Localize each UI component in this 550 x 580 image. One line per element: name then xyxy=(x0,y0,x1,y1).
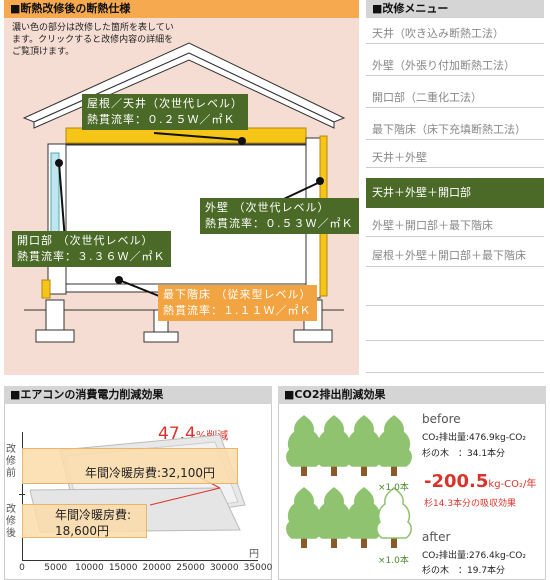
reduction-unit: kg-CO₂/年 xyxy=(488,479,537,490)
menu-item[interactable]: 屋根＋外壁＋開口部＋最下階床 xyxy=(366,245,544,267)
tree-icon xyxy=(376,415,412,476)
floor-label-line1: 最下階床 （従来型レベル） xyxy=(163,288,312,301)
house-diagram xyxy=(22,42,346,343)
y-tick xyxy=(19,494,25,495)
co2-before-emission: CO₂排出量:476.9kg-CO₂ xyxy=(422,433,526,443)
y-label-before: 改修前 xyxy=(6,444,16,479)
instructions-text: 濃い色の部分は改修した箇所を表しています。クリックすると改修内容の詳細をご覧頂け… xyxy=(12,23,174,57)
floor-label-line2: 熱貫流率：１.１１Ｗ／㎡Ｋ xyxy=(163,304,312,317)
times-label-2: ×1.0本 xyxy=(378,556,409,566)
y-axis xyxy=(22,432,23,560)
trees-illustration xyxy=(286,415,412,548)
co2-reduction: -200.5kg-CO₂/年 xyxy=(424,471,536,492)
menu-item[interactable]: 外壁＋開口部＋最下階床 xyxy=(366,215,544,237)
before-bar xyxy=(22,448,239,484)
times-label-1: ×1.0本 xyxy=(378,483,409,493)
x-unit: 円 xyxy=(249,549,259,560)
menu-item[interactable]: 外壁（外張り付加断熱工法） xyxy=(366,56,544,76)
tree-icon xyxy=(346,487,382,548)
menu-blank-row xyxy=(366,372,544,373)
tree-icon xyxy=(316,487,352,548)
roof-label-line1: 屋根／天井（次世代レベル） xyxy=(87,97,243,110)
menu-blank-row xyxy=(366,305,544,306)
reduction-value: -200.5 xyxy=(424,471,489,492)
co2-after-heading: after xyxy=(422,530,451,544)
x-tick-label: 20000 xyxy=(142,563,172,573)
wall-label-line2: 熱貫流率：０.５３Ｗ／㎡Ｋ xyxy=(205,217,354,230)
co2-after-emission: CO₂排出量:276.4kg-CO₂ xyxy=(422,551,526,561)
after-bar-text-1: 年間冷暖房費: xyxy=(55,508,132,522)
co2-after-trees: 杉の木 ：19.7本分 xyxy=(422,566,506,576)
roof-label-line2: 熱貫流率：０.２５Ｗ／㎡Ｋ xyxy=(87,113,236,126)
x-axis xyxy=(22,560,258,561)
tree-icon xyxy=(376,487,412,548)
opening-label-line2: 熱貫流率：３.３６Ｗ／㎡Ｋ xyxy=(17,250,166,263)
x-tick-label: 0 xyxy=(19,563,25,573)
aircon-title: ■エアコンの消費電力削減効果 xyxy=(4,386,272,404)
after-bar-text-2: 18,600円 xyxy=(55,524,109,538)
x-tick-label: 30000 xyxy=(209,563,239,573)
tree-icon xyxy=(346,415,382,476)
reduction-note: 杉14.3本分の吸収効果 xyxy=(424,499,517,509)
main-panel-title: ■断熱改修後の断熱仕様 xyxy=(4,0,359,18)
menu-item[interactable]: 天井＋外壁＋開口部 xyxy=(366,178,544,208)
x-tick-label: 10000 xyxy=(75,563,104,573)
menu-item[interactable]: 天井（吹き込み断熱工法） xyxy=(366,24,544,44)
x-tick-label: 15000 xyxy=(108,563,138,573)
x-tick-label: 35000 xyxy=(243,563,273,573)
floor-label[interactable]: 最下階床 （従来型レベル） 熱貫流率：１.１１Ｗ／㎡Ｋ xyxy=(158,285,317,321)
before-bar-text: 年間冷暖房費:32,100円 xyxy=(85,466,216,480)
co2-before-trees: 杉の木 ：34.1本分 xyxy=(422,449,506,459)
opening-label-line1: 開口部 （次世代レベル） xyxy=(17,234,154,247)
menu-title: ■改修メニュー xyxy=(366,0,544,18)
opening-label[interactable]: 開口部 （次世代レベル） 熱貫流率：３.３６Ｗ／㎡Ｋ xyxy=(12,231,171,267)
after-bar xyxy=(22,504,148,538)
roof-label[interactable]: 屋根／天井（次世代レベル） 熱貫流率：０.２５Ｗ／㎡Ｋ xyxy=(82,94,248,130)
tree-icon xyxy=(286,487,322,548)
y-label-after: 改修後 xyxy=(6,504,16,539)
x-tick-label: 5000 xyxy=(44,563,68,573)
wall-label[interactable]: 外壁 （次世代レベル） 熱貫流率：０.５３Ｗ／㎡Ｋ xyxy=(200,198,359,234)
tree-icon xyxy=(316,415,352,476)
co2-title: ■CO2排出削減効果 xyxy=(278,386,546,404)
wall-label-line1: 外壁 （次世代レベル） xyxy=(205,201,330,214)
menu-item[interactable]: 開口部（二重化工法） xyxy=(366,88,544,108)
co2-before-heading: before xyxy=(422,412,461,426)
x-tick-label: 25000 xyxy=(176,563,205,573)
tree-icon xyxy=(286,415,322,476)
co2-panel xyxy=(278,386,546,580)
menu-item[interactable]: 最下階床（床下充填断熱工法） xyxy=(366,120,544,140)
menu-blank-row xyxy=(366,340,544,341)
menu-item[interactable]: 天井＋外壁 xyxy=(366,148,544,168)
